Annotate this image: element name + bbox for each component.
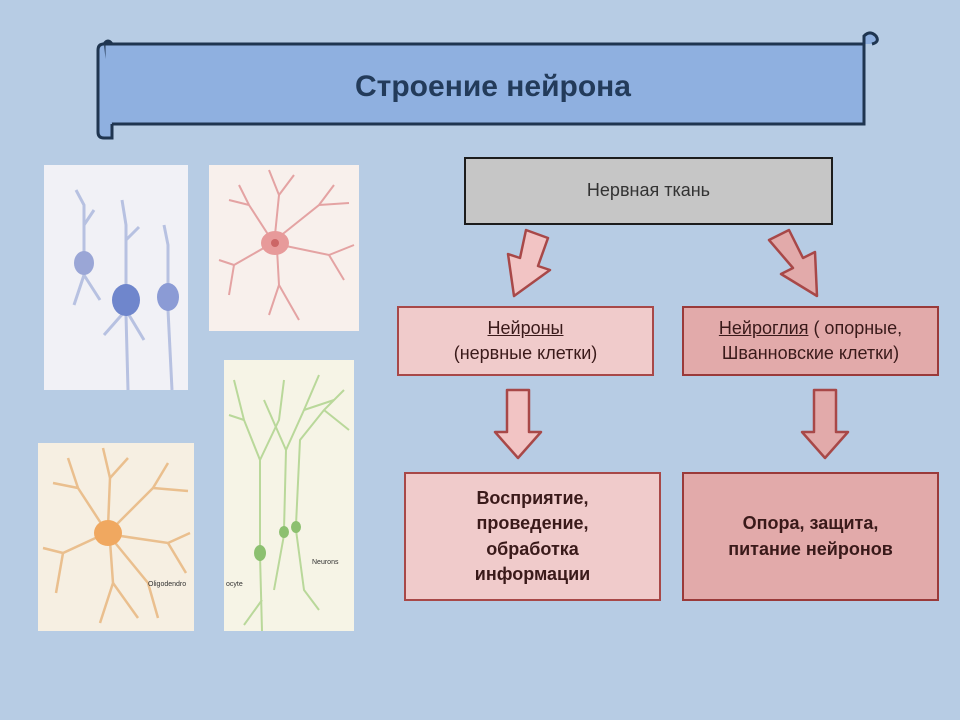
nervous-tissue-box: Нервная ткань: [464, 157, 833, 225]
neuroglia-line2: Шванновские клетки): [721, 343, 900, 363]
title-banner: [96, 31, 879, 140]
astrocyte-image: Oligodendro: [38, 443, 194, 631]
arrow-glia-to-function: [800, 388, 850, 460]
neuron-image-blue: [44, 165, 188, 390]
glia-function-line: Опора, защита,: [742, 513, 879, 534]
page-title: Строение нейрона: [355, 70, 631, 103]
glia-function-line: питание нейронов: [728, 538, 893, 559]
caption-astrocyte: ocyte: [226, 581, 243, 588]
neuron-function-box: Восприятие, проведение, обработка информ…: [404, 472, 661, 601]
caption-oligodendrocyte: Oligodendro: [148, 581, 187, 588]
neurons-subtitle: (нервные клетки): [453, 343, 598, 363]
neurons-title: Нейроны: [487, 317, 564, 338]
neuron-image-green: ocyte Neurons: [224, 360, 354, 631]
neuroglia-rest: ( опорные,: [808, 317, 903, 338]
caption-neurons: Neurons: [312, 559, 339, 566]
arrow-neurons-to-function: [493, 388, 543, 460]
neuroglia-title: Нейроглия: [718, 317, 809, 338]
neuron-function-line: Восприятие,: [476, 488, 589, 509]
arrow-tissue-to-neurons: [506, 228, 552, 298]
neuron-function-line: информации: [474, 563, 591, 584]
neuron-function-line: обработка: [486, 538, 579, 559]
neuron-function-line: проведение,: [476, 513, 589, 534]
glia-function-box: Опора, защита, питание нейронов: [682, 472, 939, 601]
nervous-tissue-label: Нервная ткань: [586, 180, 711, 201]
neurons-box: Нейроны (нервные клетки): [397, 306, 654, 376]
arrow-tissue-to-glia: [767, 228, 819, 298]
neuroglia-box: Нейроглия ( опорные, Шванновские клетки): [682, 306, 939, 376]
neuron-image-pink: [209, 165, 359, 331]
